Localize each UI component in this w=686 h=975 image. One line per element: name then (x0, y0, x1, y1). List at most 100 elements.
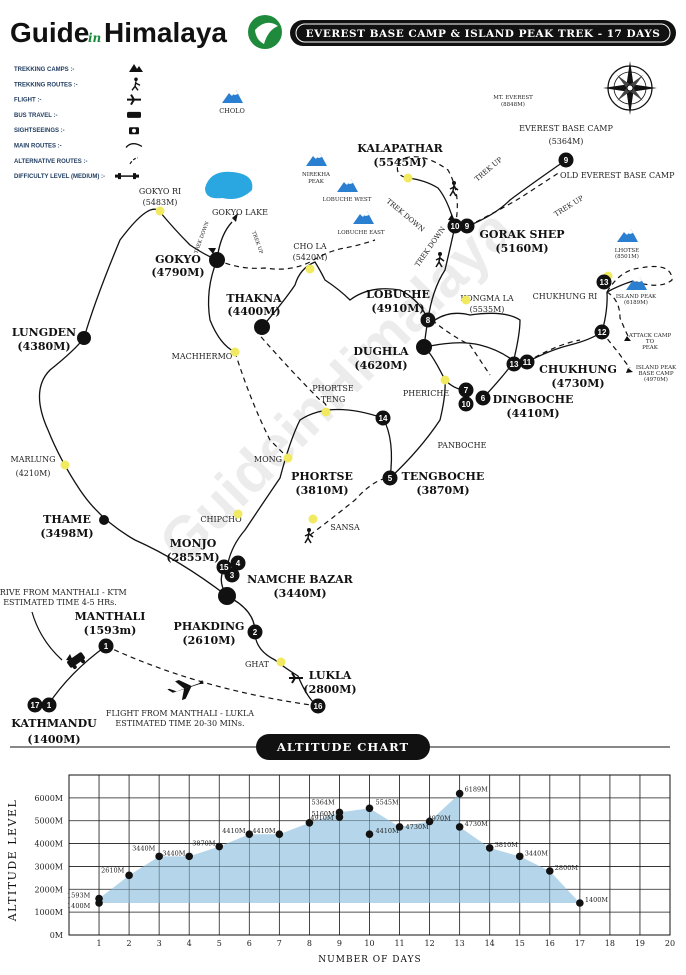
cholo-peak-icon (222, 90, 243, 103)
altitude-point-label: 3440M (132, 844, 156, 852)
x-tick-label: 11 (394, 939, 404, 948)
altitude-xlabel: NUMBER OF DAYS (318, 955, 421, 965)
day-number: 6 (481, 394, 486, 403)
altitude-point-label: 3440M (525, 849, 549, 857)
tengboche-name: TENGBOCHE (402, 470, 485, 483)
main-route-icon (125, 143, 143, 148)
altitude-point-label: 2800M (555, 864, 579, 872)
lobuche-name: LOBUCHE (366, 288, 430, 301)
legend-label: ALTERNATIVE ROUTES :- (14, 159, 87, 165)
gokyo-ri-name: GOKYO RI (139, 187, 181, 196)
marlung-altitude: (4210M) (16, 469, 51, 478)
gokyo-trek-up-label: TREK UP (250, 231, 264, 256)
altitude-ylabel: ALTITUDE LEVEL (6, 799, 19, 923)
y-tick-label: 0M (50, 931, 63, 940)
x-tick-label: 8 (307, 939, 312, 948)
title-banner: EVEREST BASE CAMP & ISLAND PEAK TREK - 1… (290, 20, 676, 46)
altitude-point-label: 3810M (495, 841, 519, 849)
x-tick-label: 14 (485, 939, 495, 948)
x-tick-label: 18 (605, 939, 615, 948)
attack-camp-extra: PEAK (642, 345, 659, 351)
waypoint-dot (283, 453, 293, 463)
legend-item: ALTERNATIVE ROUTES :- (14, 157, 139, 165)
brand-leaf-icon (248, 15, 282, 49)
altitude-chart-title: ALTITUDE CHART (276, 740, 409, 754)
island-base-extra: (4970M) (644, 376, 668, 383)
altitude-point (125, 871, 133, 880)
brand-text-3: Himalaya (104, 17, 227, 48)
chukhung-ri-label: CHUKHUNG RI (533, 292, 598, 301)
drive-arrow (31, 611, 63, 661)
x-tick-label: 9 (337, 939, 342, 948)
stop-dot (416, 339, 432, 355)
lobuche-west-label: LOBUCHE WEST (323, 197, 372, 203)
altitude-point-label: 4730M (465, 820, 489, 828)
day-number: 12 (598, 328, 607, 337)
day-marker: 13 (596, 274, 612, 290)
stop-dot (254, 319, 270, 335)
old-ebc-label: OLD EVEREST BASE CAMP (560, 171, 675, 180)
altitude-point (245, 830, 254, 838)
altitude-point-label: 1593M (67, 892, 91, 900)
flight-note-name: FLIGHT FROM MANTHALI - LUKLA (106, 709, 254, 718)
compass-icon (603, 61, 657, 115)
phortse-name: PHORTSE (291, 470, 353, 483)
sansa-label: SANSA (330, 523, 360, 532)
island-peak-icon (626, 277, 647, 290)
namche-altitude: (3440M) (273, 587, 326, 600)
waypoint-dot (321, 407, 331, 417)
day-marker: 8 (420, 312, 436, 328)
altitude-point-label: 1400M (67, 902, 91, 910)
legend-label: TREKKING CAMPS :- (14, 67, 74, 73)
altitude-point (455, 789, 464, 798)
trekker-icon (449, 181, 459, 197)
gorak-shep-altitude: (5160M) (495, 242, 548, 255)
day-number: 11 (523, 358, 532, 367)
day-number: 4 (236, 559, 241, 568)
altitude-point-label: 4410M (376, 827, 400, 835)
gokyo-altitude: (4790M) (151, 266, 204, 279)
day-marker: 12 (594, 324, 610, 340)
altitude-point-label: 1400M (585, 896, 609, 904)
lobuche-east-label: LOBUCHE EAST (337, 230, 384, 236)
kathmandu-altitude: (1400M) (27, 733, 80, 746)
drive-note-name: DRIVE FROM MANTHALI - KTM (0, 588, 127, 597)
altitude-point (335, 808, 344, 817)
thakna-name: THAKNA (226, 292, 282, 305)
dumbbell-icon (115, 173, 139, 180)
altitude-point-label: 2610M (101, 866, 125, 874)
dughla-altitude: (4620M) (354, 359, 407, 372)
legend-item: FLIGHT :- (14, 94, 141, 106)
day-number: 3 (230, 571, 235, 580)
altitude-point (365, 830, 374, 838)
day-number: 13 (510, 360, 519, 369)
marlung-name: MARLUNG (11, 455, 56, 464)
y-tick-label: 1000M (34, 908, 63, 917)
waypoint-dot (461, 295, 471, 305)
stop-dot (218, 587, 236, 605)
lhotse-label-name: LHOTSE (615, 248, 639, 254)
day-marker: 11 (519, 354, 535, 370)
day-marker: 4 (230, 555, 246, 571)
nirekha-label-name: NIREKHA (302, 172, 331, 178)
legend-label: SIGHTSEEINGS :- (14, 128, 65, 134)
day-number: 15 (220, 563, 229, 572)
ghat-label: GHAT (245, 660, 270, 669)
day-marker: 9 (558, 152, 574, 168)
day-number: 9 (564, 156, 569, 165)
day-marker: 6 (475, 390, 491, 406)
waypoint-dot (403, 173, 413, 183)
day-number: 13 (600, 278, 609, 287)
altitude-point (305, 818, 314, 827)
altitude-point-label: 6189M (465, 786, 489, 794)
thame-altitude: (3498M) (40, 527, 93, 540)
peaks (222, 90, 647, 290)
altitude-point (365, 804, 374, 813)
altitude-point (185, 852, 193, 861)
kalapathar-name: KALAPATHAR (357, 142, 443, 155)
x-tick-label: 16 (545, 939, 555, 948)
trekker-icon-3 (304, 528, 314, 544)
day-number: 16 (314, 702, 323, 711)
